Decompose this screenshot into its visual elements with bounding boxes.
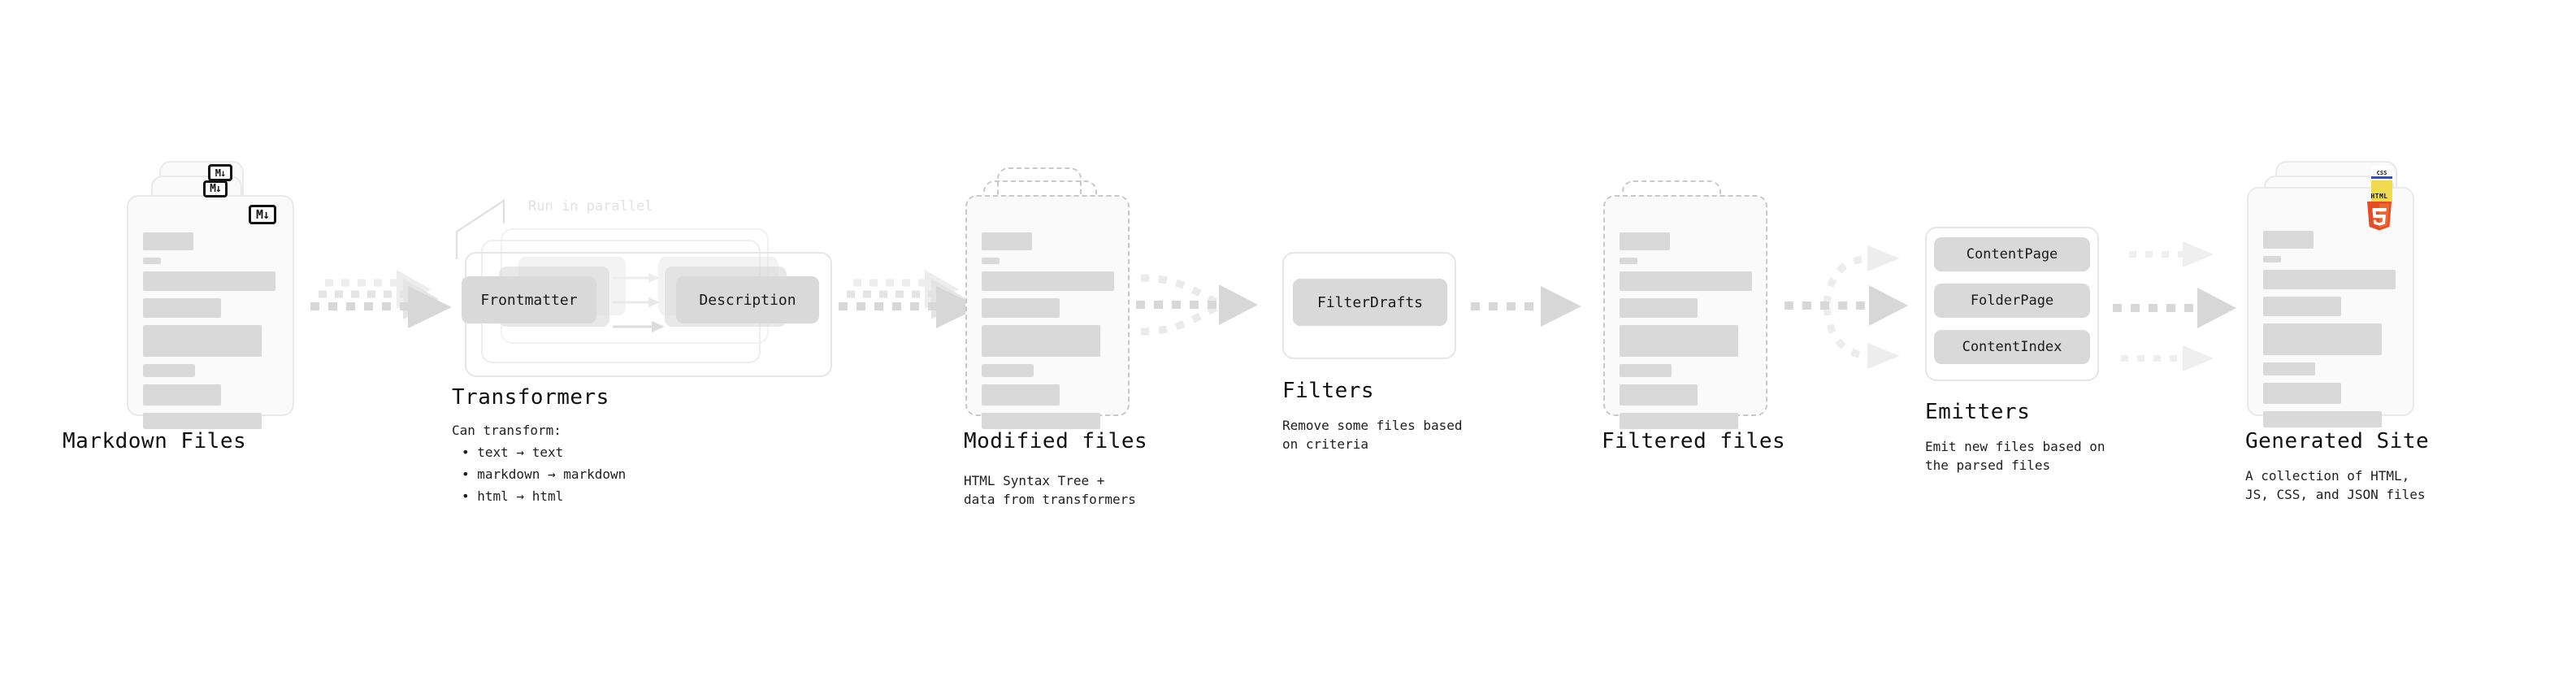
doc-bar: [982, 413, 1100, 429]
chip-description[interactable]: Description: [676, 276, 819, 323]
flow-arrow-filtered-to-emitters: [1776, 237, 1923, 388]
doc-bar: [143, 384, 221, 406]
markdown-file-body: [128, 197, 293, 429]
doc-bar: [982, 364, 1034, 377]
stage-title-emitters: Emitters: [1925, 400, 2031, 424]
doc-bar: [1620, 325, 1738, 357]
markdown-badge-back-1: M↓: [203, 180, 228, 197]
doc-bar: [143, 271, 275, 291]
flow-arrow-emitters-to-site: [2113, 232, 2259, 386]
doc-bar: [982, 325, 1100, 357]
doc-bar: [2263, 411, 2382, 427]
run-in-parallel-label: Run in parallel: [528, 198, 653, 215]
doc-bar: [143, 232, 193, 250]
flow-arrow-modified-to-filters: [1136, 268, 1274, 358]
doc-bar: [143, 298, 221, 318]
css-badge-bar: [2371, 176, 2392, 179]
js-badge: [2371, 180, 2392, 202]
chip-folderpage[interactable]: FolderPage: [1934, 284, 2090, 318]
doc-bar: [2263, 362, 2315, 375]
stage-title-modified-files: Modified files: [964, 429, 1148, 453]
stage-subtitle-transformers: Can transform:: [452, 423, 562, 438]
doc-bar: [143, 413, 262, 429]
flow-arrow-transformers-to-modified: [835, 268, 990, 358]
html5-badge-label: HTML: [2370, 193, 2388, 200]
doc-bar: [982, 258, 1000, 264]
stage-subtitle-generated-site: A collection of HTML, JS, CSS, and JSON …: [2245, 468, 2426, 503]
transformer-bullet-text: • text → text: [462, 445, 564, 460]
doc-bar: [982, 271, 1114, 291]
markdown-badge-back-2: M↓: [208, 164, 232, 181]
stage-subtitle-filters: Remove some files based on criteria: [1282, 418, 1463, 453]
chip-contentindex[interactable]: ContentIndex: [1934, 330, 2090, 364]
filters-box: [1282, 252, 1456, 359]
flow-arrow-filters-to-filtered: [1471, 286, 1601, 335]
doc-bar: [2263, 323, 2382, 355]
transformer-inner-arrows: [613, 273, 665, 332]
doc-bar: [982, 232, 1032, 250]
doc-bar: [143, 364, 195, 377]
filtered-file-body: [1605, 197, 1766, 429]
chip-filterdrafts[interactable]: FilterDrafts: [1293, 279, 1447, 326]
modified-file-card-front: [965, 195, 1130, 429]
modified-file-body: [967, 197, 1128, 429]
run-in-parallel-brace: [455, 198, 505, 259]
chip-contentpage[interactable]: ContentPage: [1934, 237, 2090, 271]
doc-bar: [1620, 271, 1752, 291]
doc-bar: [1620, 384, 1698, 406]
doc-bar: [2263, 231, 2314, 249]
doc-bar: [2263, 256, 2281, 262]
markdown-file-card-front: [127, 195, 294, 429]
doc-bar: [2263, 270, 2396, 289]
stage-title-generated-site: Generated Site: [2245, 429, 2430, 453]
stage-title-filters: Filters: [1282, 379, 1375, 403]
html5-shield-icon: [2367, 202, 2392, 231]
doc-bar: [1620, 258, 1637, 264]
stage-subtitle-modified-files: HTML Syntax Tree + data from transformer…: [964, 473, 1136, 508]
html5-badge: HTML: [2363, 193, 2396, 232]
doc-bar: [1620, 232, 1670, 250]
stage-title-markdown-files: Markdown Files: [63, 429, 247, 453]
doc-bar: [1620, 364, 1672, 377]
doc-bar: [1620, 298, 1698, 318]
emitters-box: [1925, 227, 2099, 381]
transformer-bullet-markdown: • markdown → markdown: [462, 466, 627, 482]
css-badge-label: CSS: [2376, 170, 2387, 176]
stage-title-transformers: Transformers: [452, 385, 609, 410]
generated-file-body: [2249, 189, 2413, 427]
doc-bar: [143, 258, 161, 264]
doc-bar: [143, 325, 262, 357]
filtered-file-card-front: [1603, 195, 1767, 429]
transformer-bullet-html: • html → html: [462, 488, 564, 504]
doc-bar: [982, 298, 1060, 318]
stage-subtitle-emitters: Emit new files based on the parsed files: [1925, 439, 2105, 474]
doc-bar: [982, 384, 1060, 406]
markdown-badge-front: M↓: [249, 205, 276, 224]
css-badge: CSS: [2371, 166, 2392, 179]
doc-bar: [1620, 413, 1738, 429]
stage-title-filtered-files: Filtered files: [1602, 429, 1786, 453]
doc-bar: [2263, 297, 2341, 316]
flow-arrow-markdown-to-transformers: [307, 268, 462, 358]
doc-bar: [2263, 383, 2341, 404]
chip-frontmatter[interactable]: Frontmatter: [462, 276, 596, 323]
